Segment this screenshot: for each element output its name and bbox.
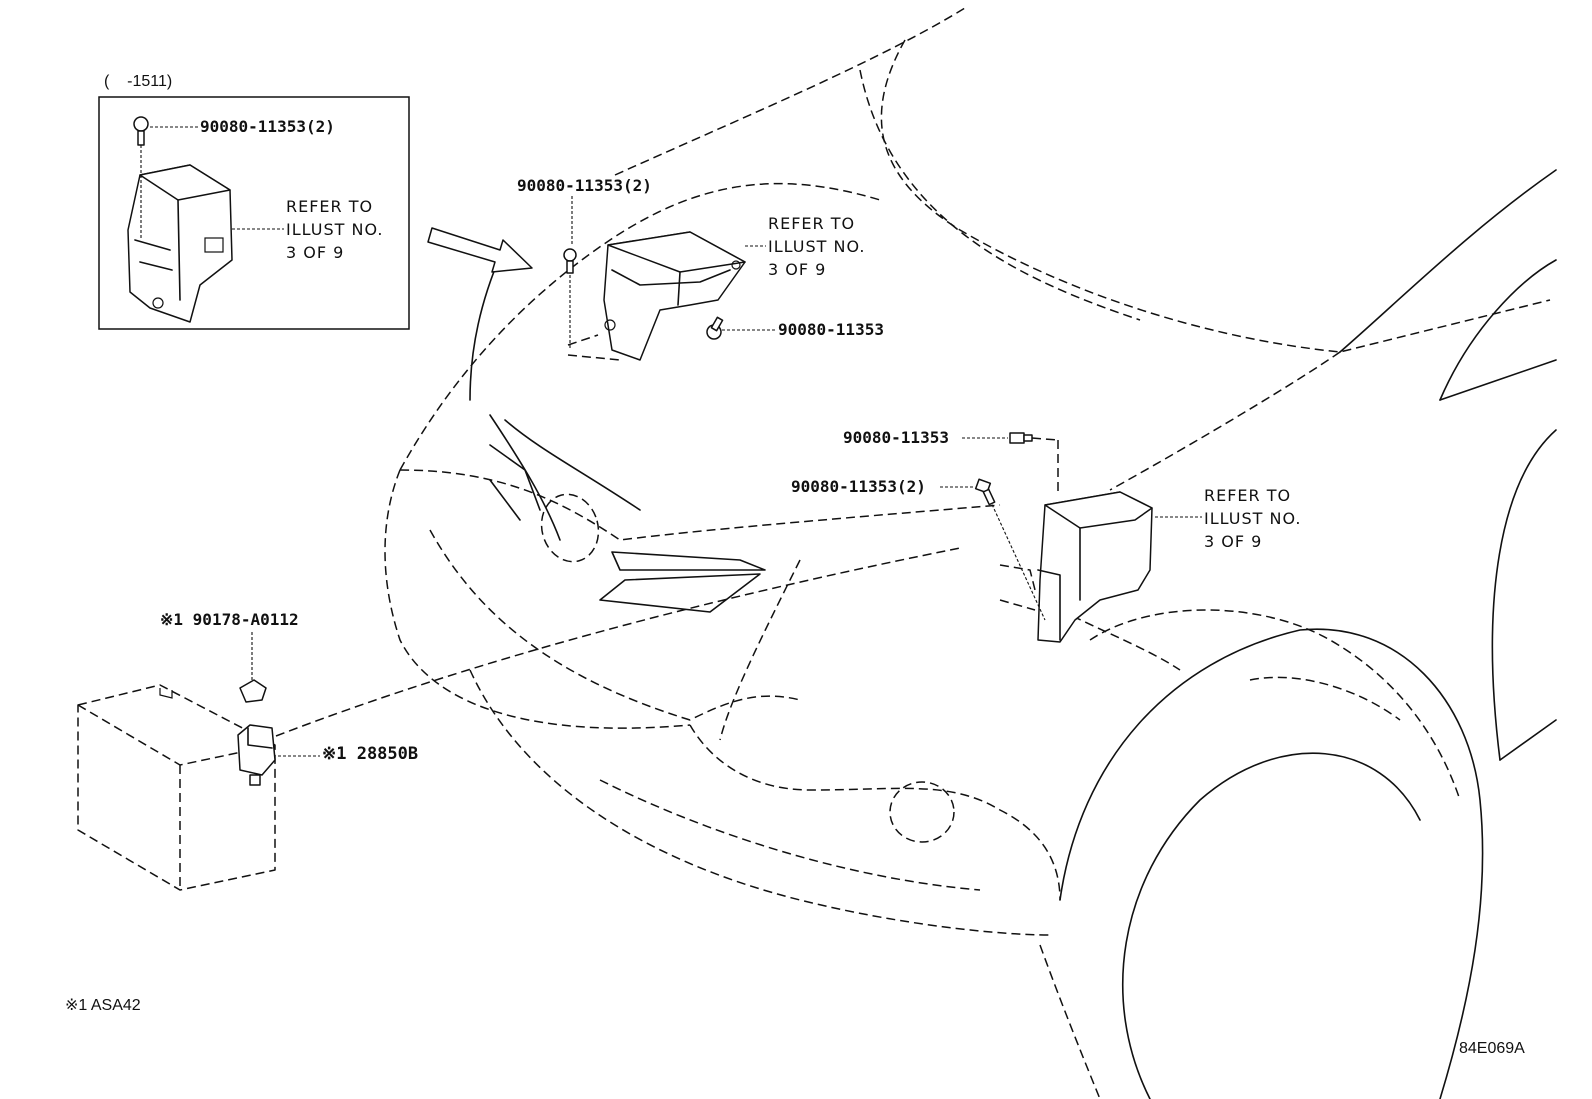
inset-reference-line-1: REFER TO <box>286 197 374 216</box>
lower-mid-bolt-part-number[interactable]: 90080-11353(2) <box>791 477 926 496</box>
nut-icon <box>239 679 267 703</box>
location-arrow-icon <box>427 227 533 273</box>
upper-side-bolt-icon <box>706 316 724 340</box>
inset-frame <box>98 96 410 330</box>
inset-bolt-part-number[interactable]: 90080-11353(2) <box>200 117 335 136</box>
inset-fuse-box <box>127 140 233 323</box>
lower-reference-line-1: REFER TO <box>1204 486 1292 505</box>
nut-part-number[interactable]: ※1 90178-A0112 <box>160 610 299 629</box>
inset-reference-line-2: ILLUST NO. <box>286 220 384 239</box>
lower-top-bolt-part-number[interactable]: 90080-11353 <box>843 428 949 447</box>
footnote: ※1 ASA42 <box>65 997 141 1014</box>
diagram-id: 84E069A <box>1459 1040 1525 1057</box>
relay-location-line <box>275 547 961 737</box>
lower-top-bolt-icon <box>1009 432 1033 444</box>
lower-reference-note[interactable]: REFER TO ILLUST NO. 3 OF 9 <box>1204 484 1301 553</box>
upper-top-bolt-icon <box>563 248 577 274</box>
upper-reference-line-1: REFER TO <box>768 214 856 233</box>
lower-reference-line-3: 3 OF 9 <box>1204 532 1263 551</box>
vehicle-outline <box>384 7 1557 1099</box>
lower-reference-line-2: ILLUST NO. <box>1204 509 1302 528</box>
relay-icon <box>237 724 276 786</box>
upper-fuse-box <box>567 231 746 361</box>
inset-reference-line-3: 3 OF 9 <box>286 243 345 262</box>
lower-fuse-box <box>989 440 1153 643</box>
battery <box>77 684 276 891</box>
upper-top-bolt-part-number[interactable]: 90080-11353(2) <box>517 176 652 195</box>
lower-mid-bolt-icon <box>974 478 996 506</box>
relay-part-number[interactable]: ※1 28850B <box>322 744 419 764</box>
upper-side-bolt-part-number[interactable]: 90080-11353 <box>778 320 884 339</box>
inset-variant-note: ( -1511) <box>104 73 173 90</box>
inset-reference-note[interactable]: REFER TO ILLUST NO. 3 OF 9 <box>286 195 383 264</box>
upper-reference-line-3: 3 OF 9 <box>768 260 827 279</box>
inset-bolt-icon <box>133 116 149 146</box>
upper-reference-note[interactable]: REFER TO ILLUST NO. 3 OF 9 <box>768 212 865 281</box>
upper-reference-line-2: ILLUST NO. <box>768 237 866 256</box>
